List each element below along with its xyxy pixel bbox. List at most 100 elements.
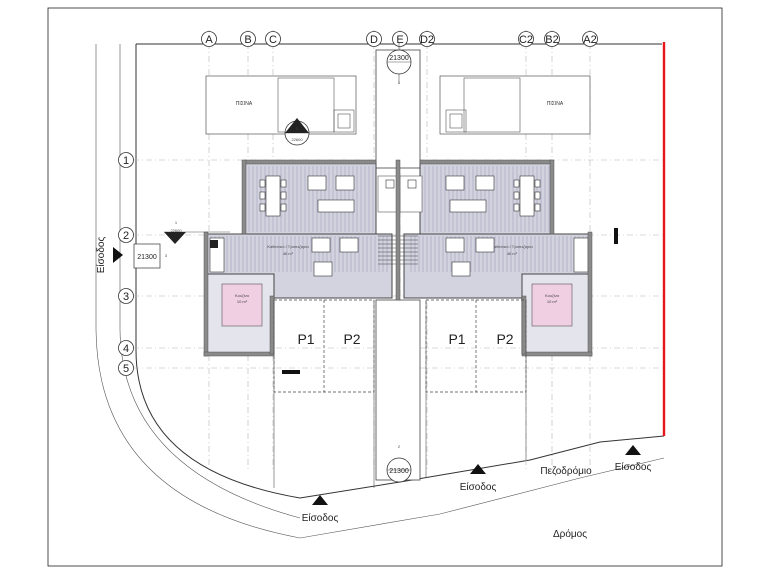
section-marker: 21300 1 xyxy=(386,42,412,85)
section-number: 1 xyxy=(175,220,178,225)
armchair xyxy=(445,237,465,253)
kitchen-counter xyxy=(573,237,589,273)
svg-text:4: 4 xyxy=(123,343,129,355)
room-label: Καθιστικό / Τραπεζαρία xyxy=(491,244,533,249)
armchair xyxy=(339,237,359,253)
road-label: Δρόμος xyxy=(553,528,587,540)
entrance-marker: Είσοδος xyxy=(95,237,123,274)
entrance-label: Είσοδος xyxy=(460,481,497,493)
armchair xyxy=(451,261,471,277)
grid-column-label: E xyxy=(392,31,408,47)
grid-column-label: B xyxy=(240,31,256,47)
section-marker: 21300 3 xyxy=(133,243,168,269)
svg-text:1: 1 xyxy=(123,155,129,167)
toilet xyxy=(385,179,395,189)
parking-label: P2 xyxy=(343,331,360,347)
room-label: Κουζίνα xyxy=(235,293,250,298)
section-number: 2 xyxy=(398,444,401,449)
sofa xyxy=(317,199,355,213)
entrance-marker: Είσοδος xyxy=(615,445,652,473)
svg-text:D2: D2 xyxy=(420,34,434,46)
drawing-frame xyxy=(47,7,723,567)
room-area: 10 m² xyxy=(547,299,558,304)
grid-row-label: 1 xyxy=(118,152,134,168)
svg-text:A2: A2 xyxy=(583,34,596,46)
grid-row-label: 4 xyxy=(118,340,134,356)
entrance-marker: Είσοδος xyxy=(302,495,339,524)
room-area: 10 m² xyxy=(237,299,248,304)
pool-label: ΠΙΣΙΝΑ xyxy=(236,101,253,107)
room-area: 48 m² xyxy=(507,251,518,256)
grid-column-label: C xyxy=(265,31,281,47)
armchair xyxy=(335,175,355,191)
section-marker: 1 22600 xyxy=(164,220,230,244)
section-ref: 22600 xyxy=(170,228,182,233)
svg-text:5: 5 xyxy=(123,363,129,375)
parking-label: P1 xyxy=(448,331,465,347)
grid-row-label: 2 xyxy=(118,227,134,243)
section-number: 1 xyxy=(398,80,401,85)
grid-row-label: 5 xyxy=(118,360,134,376)
chair xyxy=(513,203,520,212)
kitchen-area xyxy=(531,283,573,327)
svg-text:B: B xyxy=(244,34,251,46)
svg-text:2: 2 xyxy=(123,230,129,242)
section-number: 2 xyxy=(296,126,299,131)
armchair xyxy=(475,175,495,191)
entrance-label: Είσοδος xyxy=(615,461,652,473)
armchair xyxy=(307,175,327,191)
grid-column-label: C2 xyxy=(518,31,534,47)
armchair xyxy=(313,261,333,277)
armchair xyxy=(311,237,331,253)
entrance-label: Είσοδος xyxy=(95,237,107,274)
room-label: Κουζίνα xyxy=(545,293,560,298)
section-ref: 21300 xyxy=(389,468,409,475)
armchair xyxy=(475,237,495,253)
grid-row-label: 3 xyxy=(118,288,134,304)
dining-table xyxy=(265,175,281,217)
sidewalk-label: Πεζοδρόμιο xyxy=(540,465,592,477)
chair xyxy=(513,179,520,188)
chair xyxy=(280,179,287,188)
grid-column-label: D xyxy=(366,31,382,47)
column-grid-labels: A B C D E D2 C2 B2 A2 xyxy=(201,31,598,47)
chair xyxy=(280,191,287,200)
svg-text:3: 3 xyxy=(123,291,129,303)
svg-text:C2: C2 xyxy=(519,34,533,46)
grid-column-label: A2 xyxy=(582,31,598,47)
staircase xyxy=(378,235,418,265)
entrance-marker: Είσοδος xyxy=(460,464,497,493)
chair xyxy=(259,191,266,200)
pool-left: ΠΙΣΙΝΑ xyxy=(205,75,357,135)
svg-text:D: D xyxy=(370,34,378,46)
chair xyxy=(534,179,541,188)
svg-text:B2: B2 xyxy=(545,34,558,46)
section-ref: 21300 xyxy=(137,254,157,261)
sofa xyxy=(449,199,487,213)
dining-table xyxy=(519,175,535,217)
section-number: 3 xyxy=(165,253,168,258)
svg-text:E: E xyxy=(396,34,403,46)
entrance-label: Είσοδος xyxy=(302,512,339,524)
section-marker: 21300 2 xyxy=(386,444,412,483)
house-left: Καθιστικό / Τραπεζαρία 48 m² Κουζίνα 10 … xyxy=(205,161,401,355)
grid-column-label: D2 xyxy=(419,31,435,47)
kitchen-area xyxy=(221,283,263,327)
parking-label: P1 xyxy=(297,331,314,347)
section-marker: 2 22600 xyxy=(284,118,310,146)
svg-text:A: A xyxy=(205,34,213,46)
pool-label: ΠΙΣΙΝΑ xyxy=(547,101,564,107)
section-ref: 22600 xyxy=(291,137,303,142)
furniture xyxy=(209,175,589,277)
svg-text:C: C xyxy=(269,34,277,46)
grid-column-label: A xyxy=(201,31,217,47)
chair xyxy=(534,203,541,212)
pool-right: ΠΙΣΙΝΑ xyxy=(439,75,591,135)
chair xyxy=(534,191,541,200)
chair xyxy=(513,191,520,200)
room-area: 48 m² xyxy=(283,251,294,256)
parking-bays: P1 P2 P1 P2 xyxy=(273,299,527,488)
chair xyxy=(280,203,287,212)
section-ref: 21300 xyxy=(389,55,409,62)
